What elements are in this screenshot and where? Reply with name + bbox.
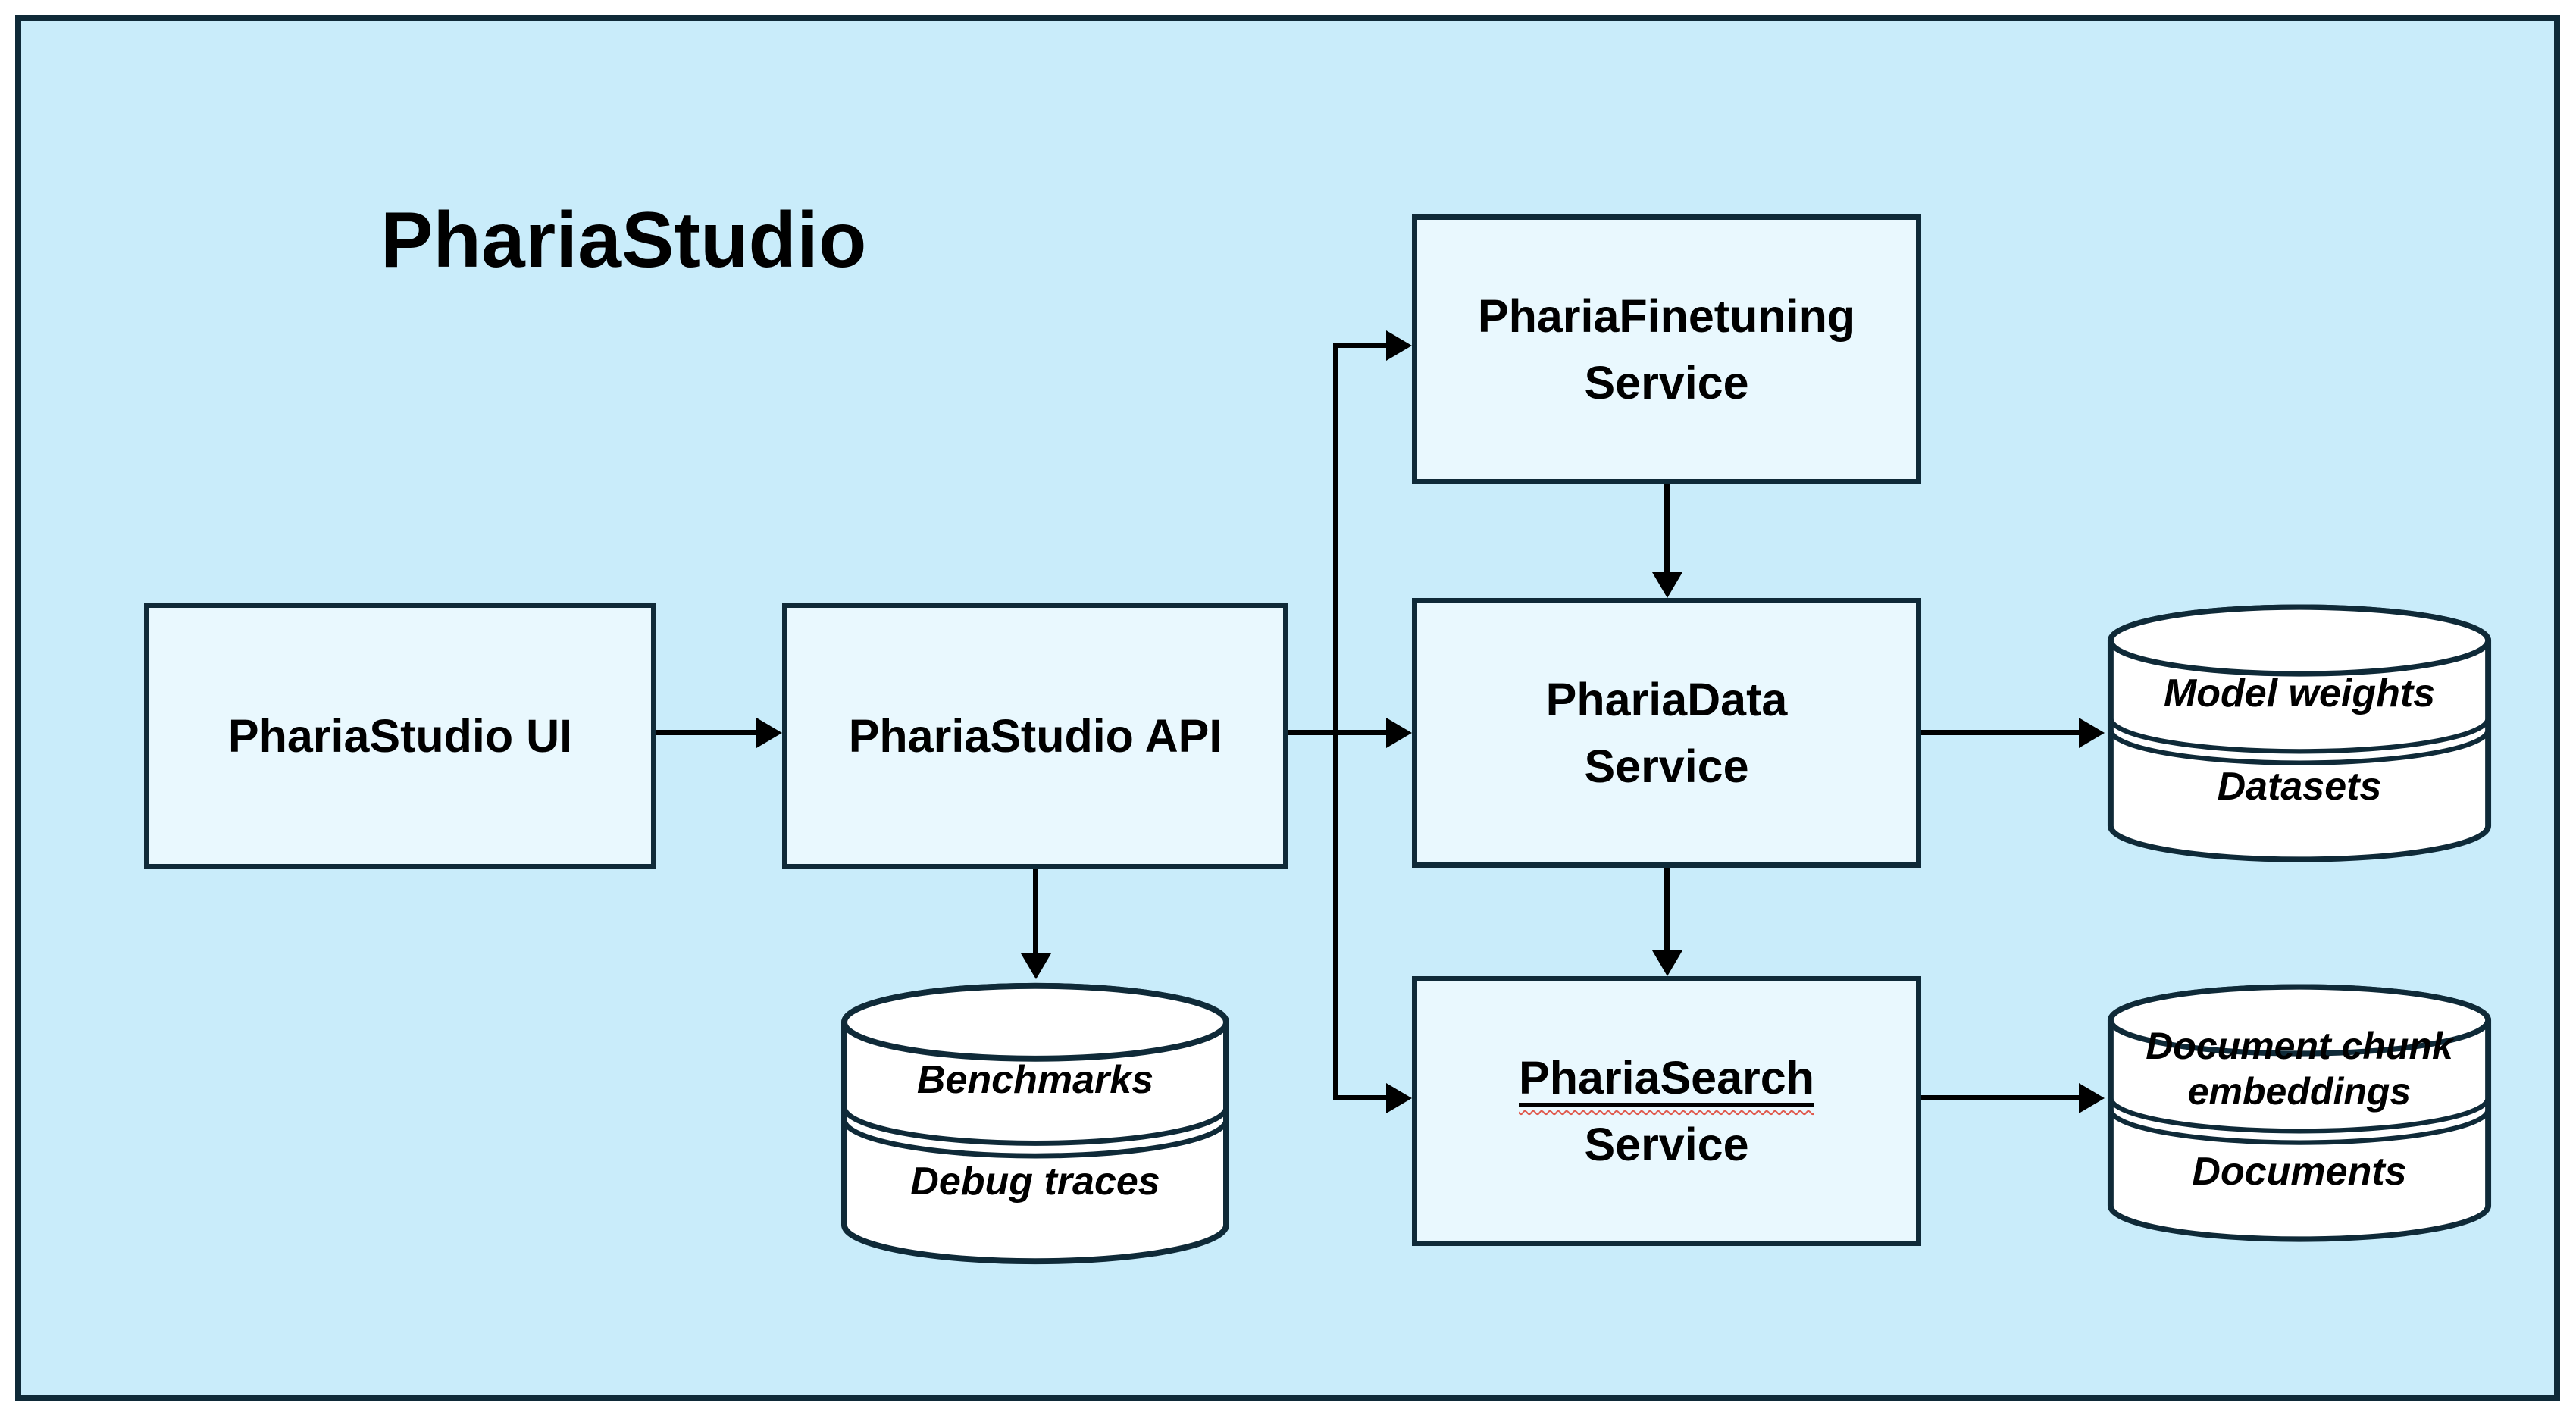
arrow-api-to-search-line [1333, 1095, 1386, 1100]
node-phariastudio-ui-label: PhariaStudio UI [227, 709, 573, 762]
arrow-data-to-search-line [1664, 868, 1670, 950]
arrow-api-to-search-head [1386, 1083, 1412, 1113]
database-cylinder-icon [2107, 984, 2492, 1242]
node-phariasearch-service: PhariaSearch Service [1412, 976, 1921, 1246]
node-phariasearch-line1: PhariaSearch [1519, 1044, 1814, 1111]
phariasearch-underline: PhariaSearch [1519, 1052, 1814, 1104]
cylinder-divider-lower [2108, 729, 2491, 765]
node-phariastudio-ui: PhariaStudio UI [144, 603, 656, 869]
cylinder-divider-lower [2108, 1109, 2491, 1145]
node-phariasearch-line2: Service [1584, 1119, 1749, 1170]
arrow-finetuning-to-data-line [1664, 484, 1670, 572]
datastore-benchmarks-label: Benchmarks [916, 1058, 1154, 1103]
arrow-search-to-documents-line [1921, 1095, 2079, 1100]
cylinder-divider-upper [2108, 1097, 2491, 1134]
arrow-ui-to-api-head [756, 718, 782, 748]
node-phariafinetuning-service-label: PhariaFinetuning Service [1478, 283, 1855, 417]
cylinder-lid [2107, 984, 2492, 1057]
node-phariadata-service: PhariaData Service [1412, 598, 1921, 868]
datastore-model-weights-label: Model weights [2163, 671, 2436, 716]
node-phariafinetuning-line2: Service [1584, 357, 1749, 409]
arrow-api-to-finetuning-line [1333, 343, 1386, 348]
arrow-api-branch-trunk [1333, 343, 1338, 1100]
datastore-model-weights-datasets: Model weights Datasets [2105, 601, 2494, 866]
arrow-api-to-data-head [1386, 718, 1412, 748]
datastore-document-embeddings-documents: Document chunk embeddings Documents [2105, 981, 2494, 1246]
node-phariastudio-api-label: PhariaStudio API [848, 709, 1222, 762]
cylinder-divider-upper [2108, 718, 2491, 754]
datastore-document-chunk-embeddings-label: Document chunk embeddings [2146, 1024, 2453, 1113]
cylinder-lid [2107, 604, 2492, 677]
node-phariadata-line1: PhariaData [1545, 673, 1788, 725]
arrow-api-to-finetuning-head [1386, 330, 1412, 361]
node-phariasearch-service-label: PhariaSearch Service [1519, 1044, 1814, 1179]
database-cylinder-icon [841, 982, 1229, 1265]
arrow-ui-to-api-line [656, 730, 756, 735]
arrow-api-to-benchmarks-head [1021, 953, 1051, 979]
arrow-search-to-documents-head [2079, 1083, 2105, 1113]
phariasearch-spellcheck-squiggle: PhariaSearch [1519, 1051, 1814, 1104]
datastore-debug-traces-label: Debug traces [910, 1160, 1160, 1204]
datastore-documents-label: Documents [2192, 1149, 2407, 1194]
datastore-datasets-label: Datasets [2217, 764, 2382, 809]
node-phariadata-service-label: PhariaData Service [1546, 666, 1788, 800]
arrow-finetuning-to-data-head [1652, 572, 1682, 598]
arrow-data-to-modelweights-line [1921, 730, 2079, 735]
cylinder-divider-upper [841, 1107, 1229, 1146]
arrow-api-to-benchmarks-line [1033, 869, 1038, 953]
cylinder-lid [841, 982, 1229, 1062]
node-phariastudio-api: PhariaStudio API [782, 603, 1288, 869]
node-phariadata-line2: Service [1584, 740, 1749, 792]
arrow-data-to-modelweights-head [2079, 718, 2105, 748]
cylinder-divider-lower [841, 1119, 1229, 1159]
arrow-data-to-search-head [1652, 950, 1682, 976]
database-cylinder-icon [2107, 604, 2492, 862]
node-phariafinetuning-line1: PhariaFinetuning [1477, 290, 1856, 342]
datastore-benchmarks-debug-traces: Benchmarks Debug traces [838, 979, 1232, 1269]
diagram-title: PhariaStudio [380, 196, 867, 284]
node-phariafinetuning-service: PhariaFinetuning Service [1412, 214, 1921, 484]
